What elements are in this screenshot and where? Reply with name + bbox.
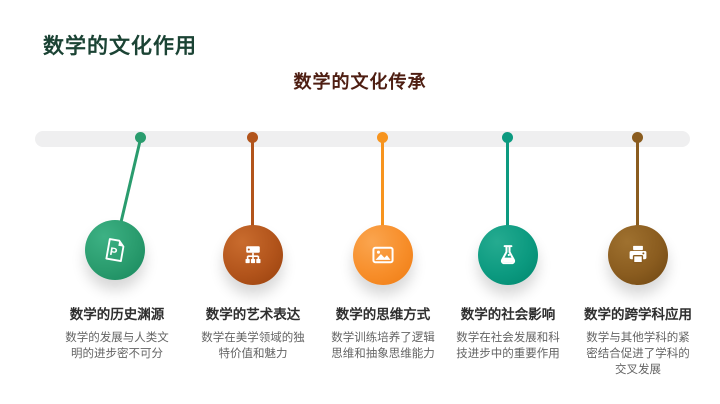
item-desc: 数学在社会发展和科技进步中的重要作用	[456, 332, 560, 360]
item-desc: 数学在美学领域的独特价值和魅力	[201, 332, 305, 360]
flask-icon	[500, 245, 516, 265]
timeline-item-interdisciplinary: 数学的跨学科应用 数学与其他学科的紧密结合促进了学科的交叉发展	[563, 303, 713, 378]
icon-bubble-thinking	[353, 225, 413, 285]
item-title: 数学的思维方式	[335, 307, 431, 322]
icon-bubble-interdisciplinary	[608, 225, 668, 285]
item-title: 数学的跨学科应用	[584, 307, 692, 322]
timeline-dot-3	[377, 132, 388, 143]
image-icon	[372, 246, 394, 264]
timeline-dot-2	[247, 132, 258, 143]
connector-line-4	[506, 138, 509, 230]
svg-text:P: P	[109, 246, 119, 259]
icon-bubble-society	[478, 225, 538, 285]
timeline-dot-5	[632, 132, 643, 143]
connector-line-3	[381, 138, 384, 230]
timeline-item-history: 数学的历史渊源 数学的发展与人类文明的进步密不可分	[42, 303, 192, 362]
section-title: 数学的文化传承	[293, 72, 427, 92]
timeline-item-society: 数学的社会影响 数学在社会发展和科技进步中的重要作用	[433, 303, 583, 362]
item-title: 数学的艺术表达	[205, 307, 301, 322]
item-desc: 数学训练培养了逻辑思维和抽象思维能力	[331, 332, 435, 360]
page-title: 数学的文化作用	[43, 35, 197, 58]
item-desc: 数学的发展与人类文明的进步密不可分	[65, 332, 169, 360]
printer-icon	[629, 245, 647, 264]
connector-line-5	[636, 138, 639, 230]
timeline-dot-4	[502, 132, 513, 143]
timeline-item-thinking: 数学的思维方式 数学训练培养了逻辑思维和抽象思维能力	[308, 303, 458, 362]
icon-bubble-history: P	[85, 220, 145, 280]
icon-bubble-art	[223, 225, 283, 285]
ppt-file-icon: P	[105, 238, 125, 263]
item-desc: 数学与其他学科的紧密结合促进了学科的交叉发展	[586, 332, 690, 376]
item-title: 数学的历史渊源	[69, 307, 165, 322]
timeline-dot-1	[135, 132, 146, 143]
sitemap-icon	[245, 246, 261, 264]
item-title: 数学的社会影响	[460, 307, 556, 322]
timeline-item-art: 数学的艺术表达 数学在美学领域的独特价值和魅力	[178, 303, 328, 362]
connector-line-2	[251, 138, 254, 230]
timeline-bar	[35, 131, 690, 147]
